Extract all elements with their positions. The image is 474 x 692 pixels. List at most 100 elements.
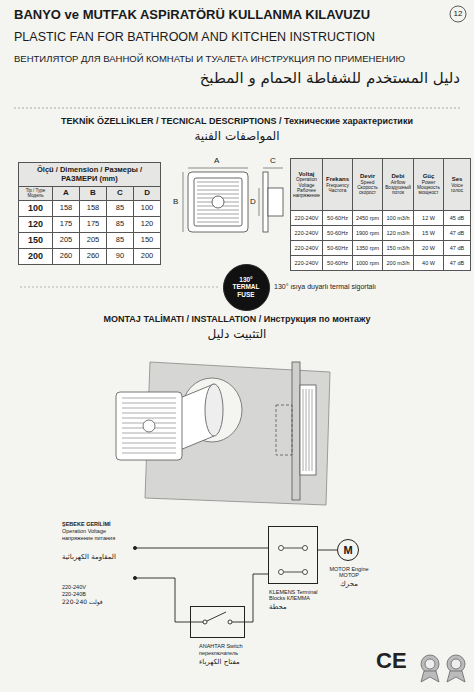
table-cell: 1350 rpm — [353, 241, 383, 256]
column-header: Speed — [354, 180, 381, 185]
column-header: Frekans — [324, 176, 351, 183]
table-value: 150 — [20, 236, 51, 246]
dimension-label: D — [249, 197, 257, 206]
table-value: 45 dB — [445, 215, 469, 221]
table-cell: 12 W — [414, 211, 444, 226]
table-value: 50-60Hz — [324, 230, 351, 236]
fuse-badge: 130° TERMAL FUSE — [223, 264, 270, 311]
table-value: 220-240V — [292, 230, 321, 236]
column-header: Güç — [415, 173, 442, 180]
table-value: 85 — [108, 220, 132, 228]
table-cell: 260 — [53, 249, 80, 265]
dimension-line — [183, 172, 184, 232]
side-view-installed — [292, 362, 300, 500]
terminal-screws — [303, 546, 308, 551]
table-value: 12 W — [415, 215, 442, 221]
table-cell: FrekansFrequencyЧастота — [323, 159, 353, 211]
column-header: Частота — [324, 188, 351, 193]
table-value: 85 — [108, 236, 132, 244]
quality-badge — [421, 655, 465, 682]
node-label: ANAHTAR Switch — [199, 643, 269, 649]
column-header: Airflow — [384, 180, 412, 185]
table-cell: 85 — [107, 217, 134, 233]
table-value: 50-60Hz — [324, 260, 351, 266]
table-value: 47 dB — [445, 230, 469, 236]
node-label: переключатель — [199, 650, 269, 656]
node-label: MOTOR Engine МОТОР — [322, 566, 376, 579]
terminal-block: KLEMENS Terminal Blocks КЛЕММАمحطة — [268, 526, 318, 584]
quality-badge — [447, 655, 465, 673]
dimension-line — [259, 188, 260, 216]
dimension-label: A — [214, 156, 219, 165]
table-value: 175 — [81, 220, 105, 228]
column-header: B — [81, 189, 105, 198]
fan-front-view — [197, 194, 239, 195]
column-header: скорост — [354, 190, 381, 195]
fan-front-installed — [116, 392, 182, 460]
fan-front-installed — [122, 448, 176, 449]
terminal-screws — [284, 572, 302, 573]
column-header: Tip / Type Модель — [20, 189, 51, 199]
fan-front-installed — [143, 420, 155, 432]
supply-label: المقاومة الكهربائية — [62, 553, 116, 561]
column-header: Рабочее напряжение — [292, 188, 321, 199]
table-value: 200 — [135, 252, 159, 260]
fan-front-view — [197, 210, 239, 211]
quality-badge — [451, 659, 461, 669]
table-value: 47 dB — [445, 260, 469, 266]
table-cell: 50-60Hz — [323, 211, 353, 226]
column-header: Воздушный поток — [384, 185, 412, 196]
table-cell: 200 — [19, 249, 53, 265]
wire — [318, 550, 337, 551]
table-value: 120 — [20, 220, 51, 230]
supply-wire — [135, 578, 190, 622]
side-view-installed — [306, 389, 307, 471]
fan-duct — [205, 384, 223, 436]
table-value: 100 — [20, 204, 51, 214]
node-text: M — [343, 544, 352, 557]
table-cell: 205 — [80, 233, 107, 249]
fan-front-installed — [122, 453, 176, 454]
node-caption: KLEMENS Terminal Blocks КЛЕММАمحطة — [269, 589, 324, 612]
column-header: Devir — [354, 173, 381, 180]
note: 130° ısıya duyarlı termal sigortalı — [274, 283, 376, 291]
table-cell: VoltajOperation VoltageРабочее напряжени… — [291, 159, 323, 211]
side-view-installed — [276, 405, 292, 455]
table-cell: 90 — [107, 249, 134, 265]
supply-label: ŞEBEKE GERİLİMİ — [62, 521, 111, 527]
table-cell: 220-240V — [291, 211, 323, 226]
table-cell: 150 — [134, 233, 161, 249]
table-cell: 50-60Hz — [323, 241, 353, 256]
separator — [14, 108, 460, 109]
table-value: 100 — [135, 204, 159, 212]
table-cell: 220-240V — [291, 226, 323, 241]
fan-front-view — [197, 182, 239, 222]
node-label: محطة — [269, 603, 324, 611]
table-cell: SesVoiceголос — [444, 159, 471, 211]
column-header: Скорость — [354, 185, 381, 190]
fan-front-view — [197, 218, 239, 219]
quality-badge — [425, 659, 435, 669]
fan-front-installed — [122, 413, 176, 414]
table-value: 175 — [54, 220, 78, 228]
section-heading: MONTAJ TALİMATI / INSTALLATION / Инструк… — [0, 314, 474, 324]
table-value: 220-240V — [292, 215, 321, 221]
table-cell: DebiAirflowВоздушный поток — [383, 159, 414, 211]
table-value: 1000 rpm — [354, 260, 381, 266]
supply-wire — [135, 548, 268, 549]
column-header: Debi — [384, 173, 412, 180]
table-value: 100 m3/h — [384, 215, 412, 221]
column-header: C — [108, 189, 132, 198]
quality-badge — [447, 671, 465, 682]
fan-front-view — [197, 222, 239, 223]
table-cell: 158 — [53, 201, 80, 217]
dimension-label: C — [270, 156, 276, 165]
table-cell: 85 — [107, 201, 134, 217]
node-caption: ANAHTAR Switchпереключательمفتاح الكهربا… — [199, 643, 269, 667]
section-heading: التثبيت دليل — [0, 328, 474, 342]
table-cell: 85 — [107, 233, 134, 249]
table-cell: 175 — [80, 217, 107, 233]
switch-symbol — [203, 620, 207, 624]
table-cell: 200 — [134, 249, 161, 265]
table-value: 200 — [20, 252, 51, 262]
